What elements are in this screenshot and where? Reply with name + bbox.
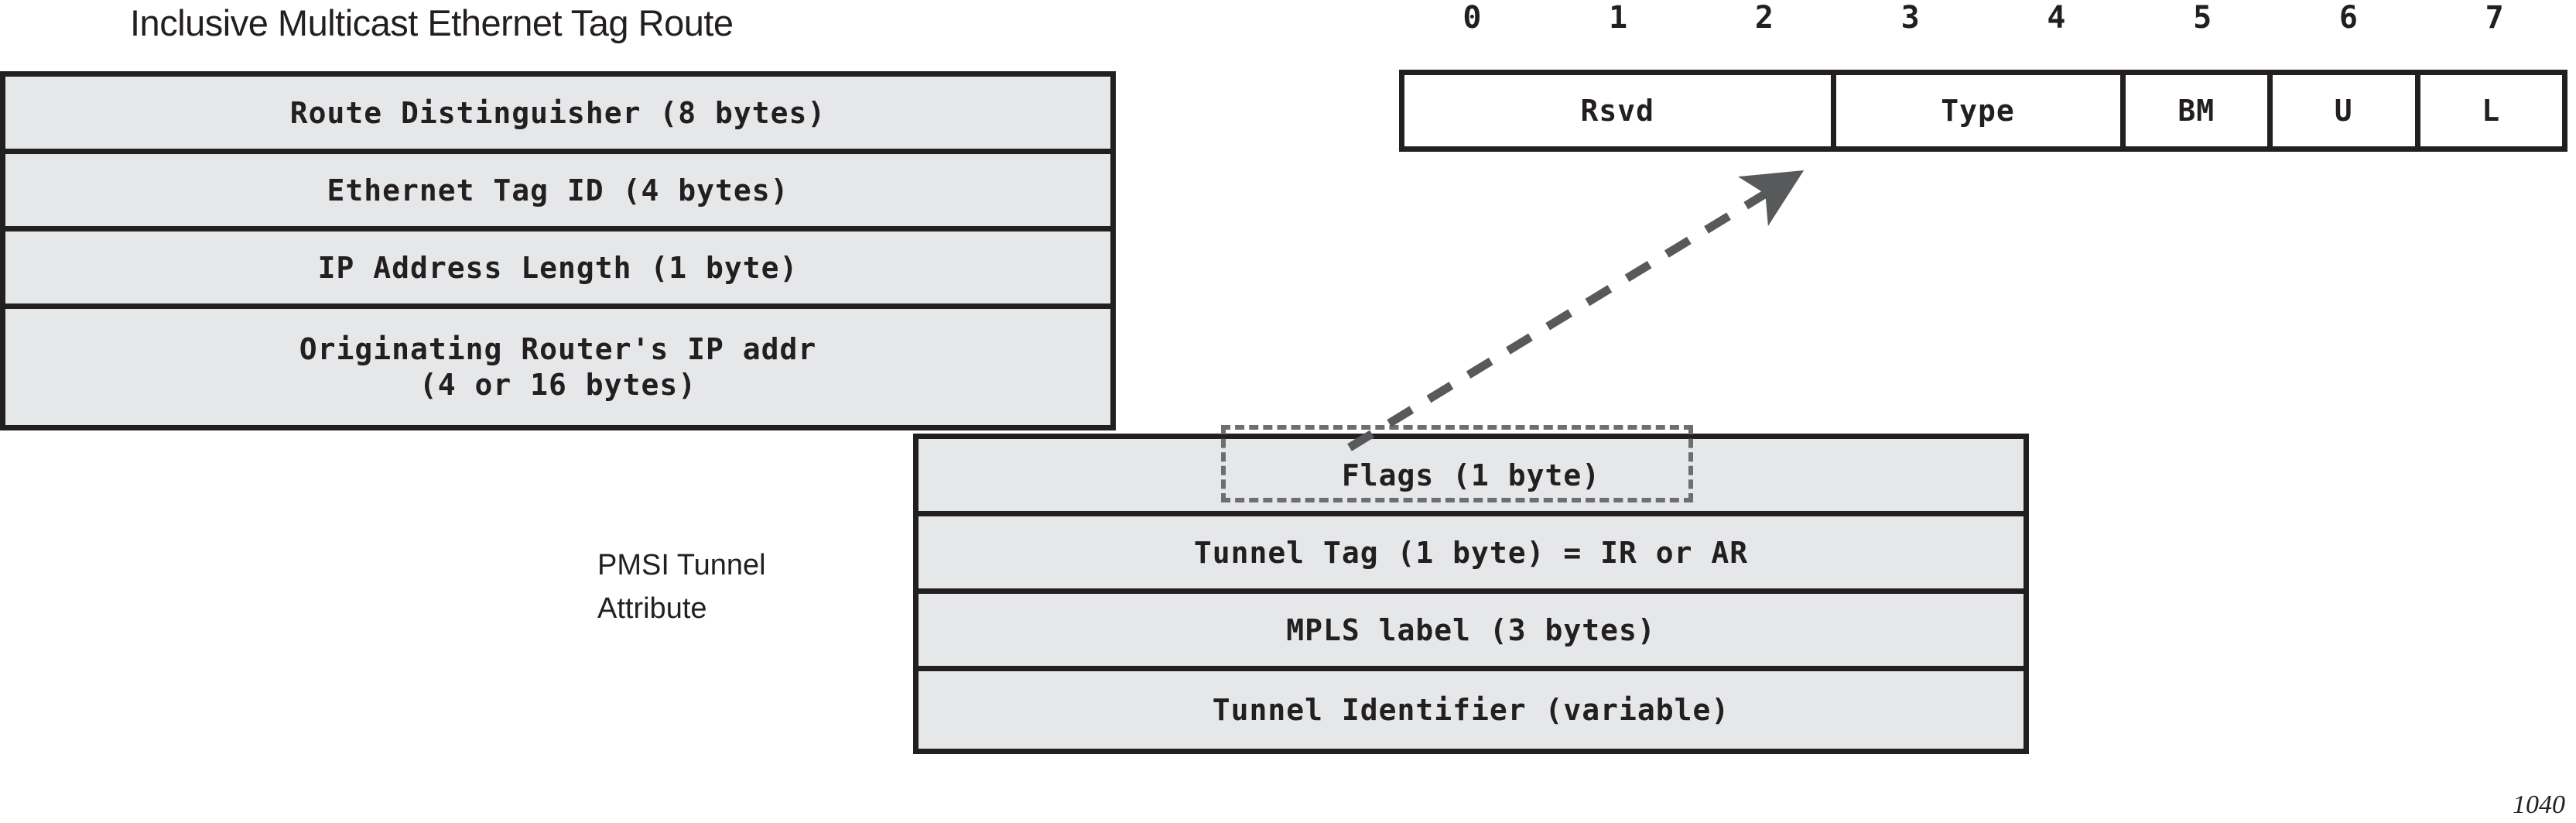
bit-cell-label: U (2334, 94, 2353, 128)
bit-cell-type: Type (1835, 75, 2126, 146)
pmsi-tunnel-attribute-table: Flags (1 byte) Tunnel Tag (1 byte) = IR o… (913, 434, 2029, 754)
pmsi-field-row-label: Tunnel Tag (1 byte) = IR or AR (1193, 535, 1749, 570)
flags-expansion-arrow-icon (1347, 170, 1805, 451)
route-field-row: IP Address Length (1 byte) (5, 231, 1110, 309)
route-nlri-table: Route Distinguisher (8 bytes) Ethernet Ta… (0, 71, 1116, 430)
route-field-row: Originating Router's IP addr (4 or 16 by… (5, 309, 1110, 425)
bit-scale-number: 5 (2193, 0, 2212, 36)
route-field-row-label: IP Address Length (1 byte) (317, 250, 799, 285)
bit-scale-number: 0 (1462, 0, 1482, 36)
bit-scale: 0 1 2 3 4 5 6 7 (1399, 0, 2567, 46)
bit-scale-number: 6 (2338, 0, 2358, 36)
route-field-row-label: Ethernet Tag ID (4 bytes) (327, 173, 789, 207)
pmsi-tunnel-attribute-label: PMSI Tunnel Attribute (597, 549, 766, 625)
bit-cell-l: L (2420, 75, 2562, 146)
bit-scale-number: 1 (1609, 0, 1628, 36)
bit-cell-label: BM (2177, 94, 2215, 128)
route-field-row: Route Distinguisher (8 bytes) (5, 77, 1110, 154)
bit-cell-label: L (2482, 94, 2501, 128)
pmsi-field-row: Tunnel Identifier (variable) (919, 671, 2024, 749)
pmsi-field-row: MPLS label (3 bytes) (919, 594, 2024, 671)
flags-bitfield-table: Rsvd Type BM U L (1399, 70, 2567, 152)
figure-number: 1040 (2513, 790, 2565, 819)
pmsi-field-row-label: Flags (1 byte) (1341, 458, 1601, 492)
bit-scale-number: 7 (2485, 0, 2504, 36)
route-field-row-label: Originating Router's IP addr (4 or 16 by… (299, 332, 817, 402)
route-field-row-label: Route Distinguisher (8 bytes) (289, 95, 826, 130)
bit-scale-number: 3 (1900, 0, 1920, 36)
bit-scale-number: 4 (2047, 0, 2066, 36)
route-field-row: Ethernet Tag ID (4 bytes) (5, 154, 1110, 231)
pmsi-field-row-label: MPLS label (3 bytes) (1286, 612, 1656, 647)
pmsi-field-row-label: Tunnel Identifier (variable) (1212, 693, 1730, 727)
bit-cell-label: Type (1941, 94, 2015, 128)
bit-scale-number: 2 (1754, 0, 1774, 36)
bit-cell-bm: BM (2125, 75, 2273, 146)
bit-cell-rsvd: Rsvd (1404, 75, 1836, 146)
bit-cell-label: Rsvd (1580, 94, 1654, 128)
pmsi-field-row: Flags (1 byte) (919, 439, 2024, 516)
page-title: Inclusive Multicast Ethernet Tag Route (130, 2, 734, 43)
pmsi-field-row: Tunnel Tag (1 byte) = IR or AR (919, 516, 2024, 594)
bit-cell-u: U (2273, 75, 2420, 146)
